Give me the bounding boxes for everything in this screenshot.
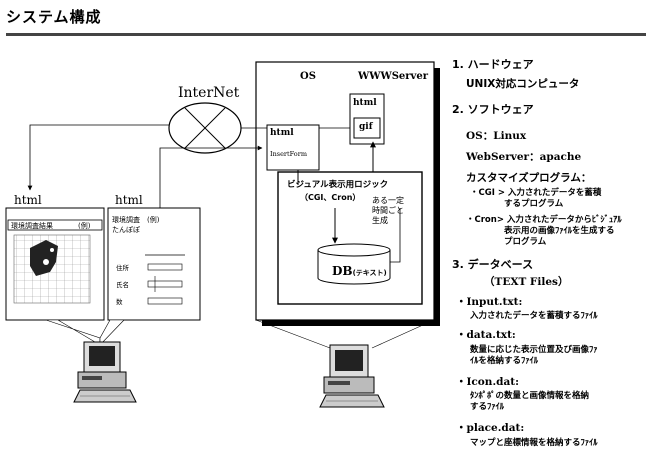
sec2-title: 2. ソフトウェア [452,103,534,116]
www-server-label: WWWServer [358,71,428,82]
sec1-item: UNIX対応コンピュータ [466,78,580,90]
sec3-sub: （TEXT Files） [484,276,569,288]
db-label: DB [332,264,353,278]
file3-name: ・Icon.dat: [456,376,519,388]
periodic-line-3: 生成 [372,216,388,225]
page-title: システム構成 [6,8,102,26]
internet-x-2 [184,107,226,149]
link-db-periodic [390,208,401,263]
file2-desc: 数量に応じた表示位置及び画像ﾌｧ ｲﾙを格納するﾌｧｲﾙ [470,345,598,367]
gif-box [353,117,381,139]
file1-name: ・Input.txt: [456,296,523,308]
server-html-label: html [353,98,377,108]
cron-line-1: ・Cron> 入力されたデータからﾋﾞｼﾞｭｱﾙ [466,215,622,225]
gif-label: gif [359,122,373,132]
cron-line-2: 表示用の画像ﾌｧｲﾙを生成する [504,226,615,236]
result-window-title: 環境調査結果 [11,222,53,230]
insertform-label: InsertForm [270,150,307,158]
file2-name: ・data.txt: [456,329,516,341]
link-internet-left [27,124,169,191]
survey-field-3: 数 [116,298,123,306]
server-computer-icon [319,344,385,408]
os-item: OS：Linux [466,130,527,142]
title-rule [6,33,646,36]
server-funnel-left [255,319,331,349]
survey-field-box-2 [147,263,183,271]
file2-desc-1: 数量に応じた表示位置及び画像ﾌｧ [470,345,598,355]
periodic-line-2: 時間ごと [372,206,404,215]
insertform-box [266,124,320,171]
periodic-label: ある一定 時間ごと 生成 [372,196,404,226]
file2-desc-2: ｲﾙを格納するﾌｧｲﾙ [470,356,539,366]
client-computer-icon [73,341,137,403]
link-form-insertform [159,145,263,215]
survey-field-1: 住所 [116,264,129,272]
cgi-desc: ・CGI > 入力されたデータを蓄積 するプログラム [470,188,601,210]
custom-item: カスタマイズプログラム： [466,172,592,184]
flower-mark-2 [50,248,54,252]
mid-callout [99,319,125,346]
cron-desc: ・Cron> 入力されたデータからﾋﾞｼﾞｭｱﾙ 表示用の画像ﾌｧｲﾙを生成する… [466,215,622,248]
survey-field-box-4 [147,297,183,305]
result-window-example: (例) [78,222,91,230]
file3-desc-1: ﾀﾝﾎﾟﾎﾟの数量と画像情報を格納 [470,391,590,401]
flower-mark-1 [43,259,49,265]
sec1-title: 1. ハードウェア [452,58,534,71]
survey-form-title: 環境調査 (例) [112,216,160,224]
file4-desc: マップと座標情報を格納するﾌｧｲﾙ [470,438,598,448]
insertform-html-label: html [270,128,294,138]
result-titlebar [7,219,103,231]
survey-field-box-3 [147,280,183,288]
cgi-line-1: ・CGI > 入力されたデータを蓄積 [470,188,602,198]
cgi-line-2: するプログラム [504,199,564,209]
internet-label: InterNet [178,85,240,101]
survey-form-subtitle: たんぽぽ [112,226,140,234]
web-item: WebServer：apache [466,151,582,163]
db-sub-label: (テキスト) [352,269,387,277]
db-cylinder-top [317,243,391,257]
left-html-label: html [14,193,42,207]
sec3-title: 3. データベース [452,258,534,271]
periodic-line-1: ある一定 [372,196,404,205]
server-funnel-right [371,319,435,349]
db-cylinder-body [317,250,391,285]
file4-name: ・place.dat: [456,422,525,434]
file3-desc: ﾀﾝﾎﾟﾎﾟの数量と画像情報を格納 するﾌｧｲﾙ [470,391,589,413]
survey-field-2: 氏名 [116,281,129,289]
file3-desc-2: するﾌｧｲﾙ [470,402,505,412]
mid-html-label: html [115,193,143,207]
logic-label-line2: （CGI、Cron） [300,193,361,202]
file1-desc: 入力されたデータを蓄積するﾌｧｲﾙ [470,311,598,321]
os-label: OS [300,71,316,82]
db-label-group: DB(テキスト) [332,260,387,279]
cron-line-3: プログラム [504,237,547,247]
logic-label-line1: ビジュアル表示用ロジック [287,180,389,190]
left-callout [45,319,101,346]
